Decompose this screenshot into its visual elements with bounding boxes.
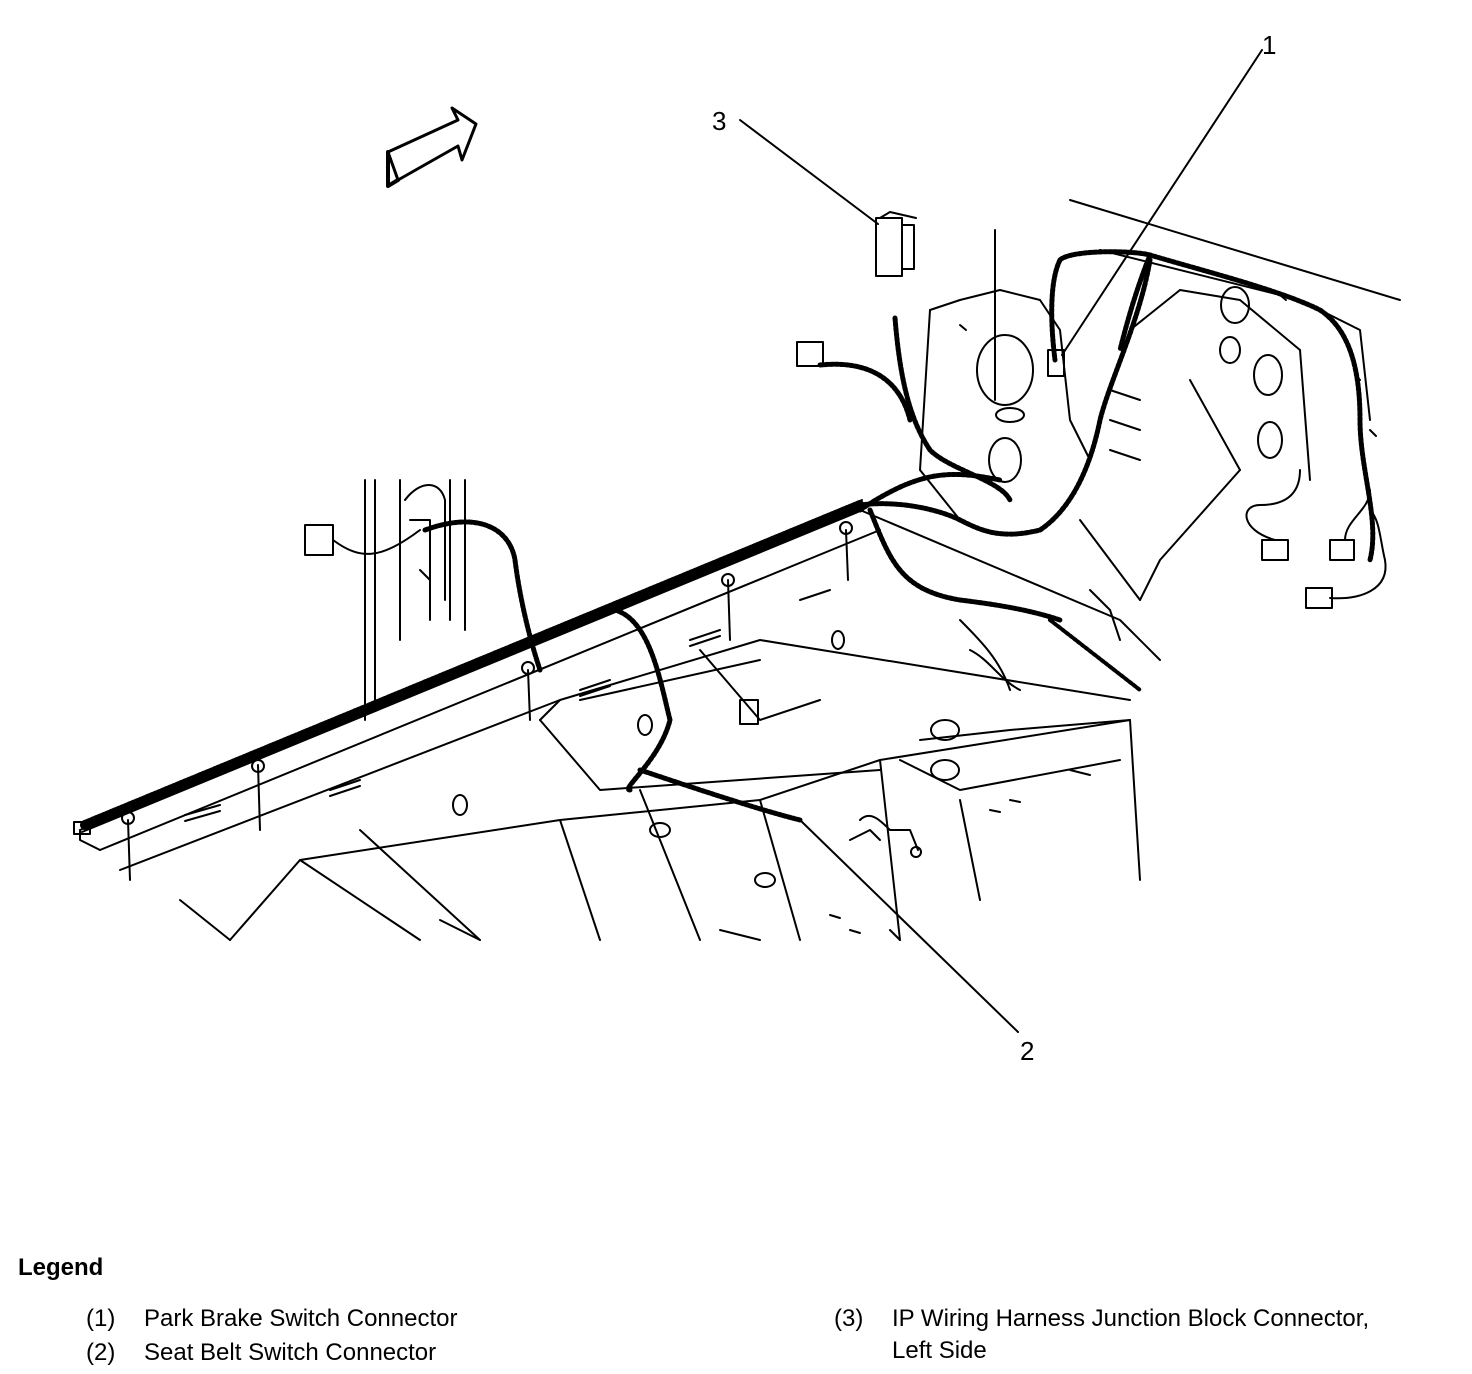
legend-item-number: (1) [86,1305,116,1332]
legend: Legend (1) Park Brake Switch Connector (… [0,1240,1472,1374]
callout-3: 3 [712,106,727,136]
leader-lines [739,49,1263,1033]
legend-item-number: (2) [86,1339,116,1366]
legend-item-label: Seat Belt Switch Connector [144,1339,437,1366]
b-pillar [364,479,466,721]
legend-title: Legend [18,1254,104,1281]
floor-holes [184,589,1091,934]
seat-belt-connector-area [849,814,922,858]
wiring-harness-diagram [73,49,1401,1033]
legend-item-label: Park Brake Switch Connector [144,1305,458,1332]
floor-pan [79,509,1161,941]
dash-panel [919,199,1401,641]
legend-item-number: (3) [834,1305,864,1332]
legend-item-label: IP Wiring Harness Junction Block Connect… [892,1305,1370,1332]
callout-1: 1 [1262,30,1277,60]
callout-2: 2 [1020,1036,1035,1066]
harness-branches [422,249,1376,823]
connector-icons [304,211,1355,725]
harness-clips [121,294,1377,881]
wire-leads [332,469,1387,600]
main-harness [73,499,865,835]
direction-arrow-icon [386,106,478,188]
legend-item-label-line2: Left Side [892,1337,987,1364]
park-brake-area [959,618,1142,692]
